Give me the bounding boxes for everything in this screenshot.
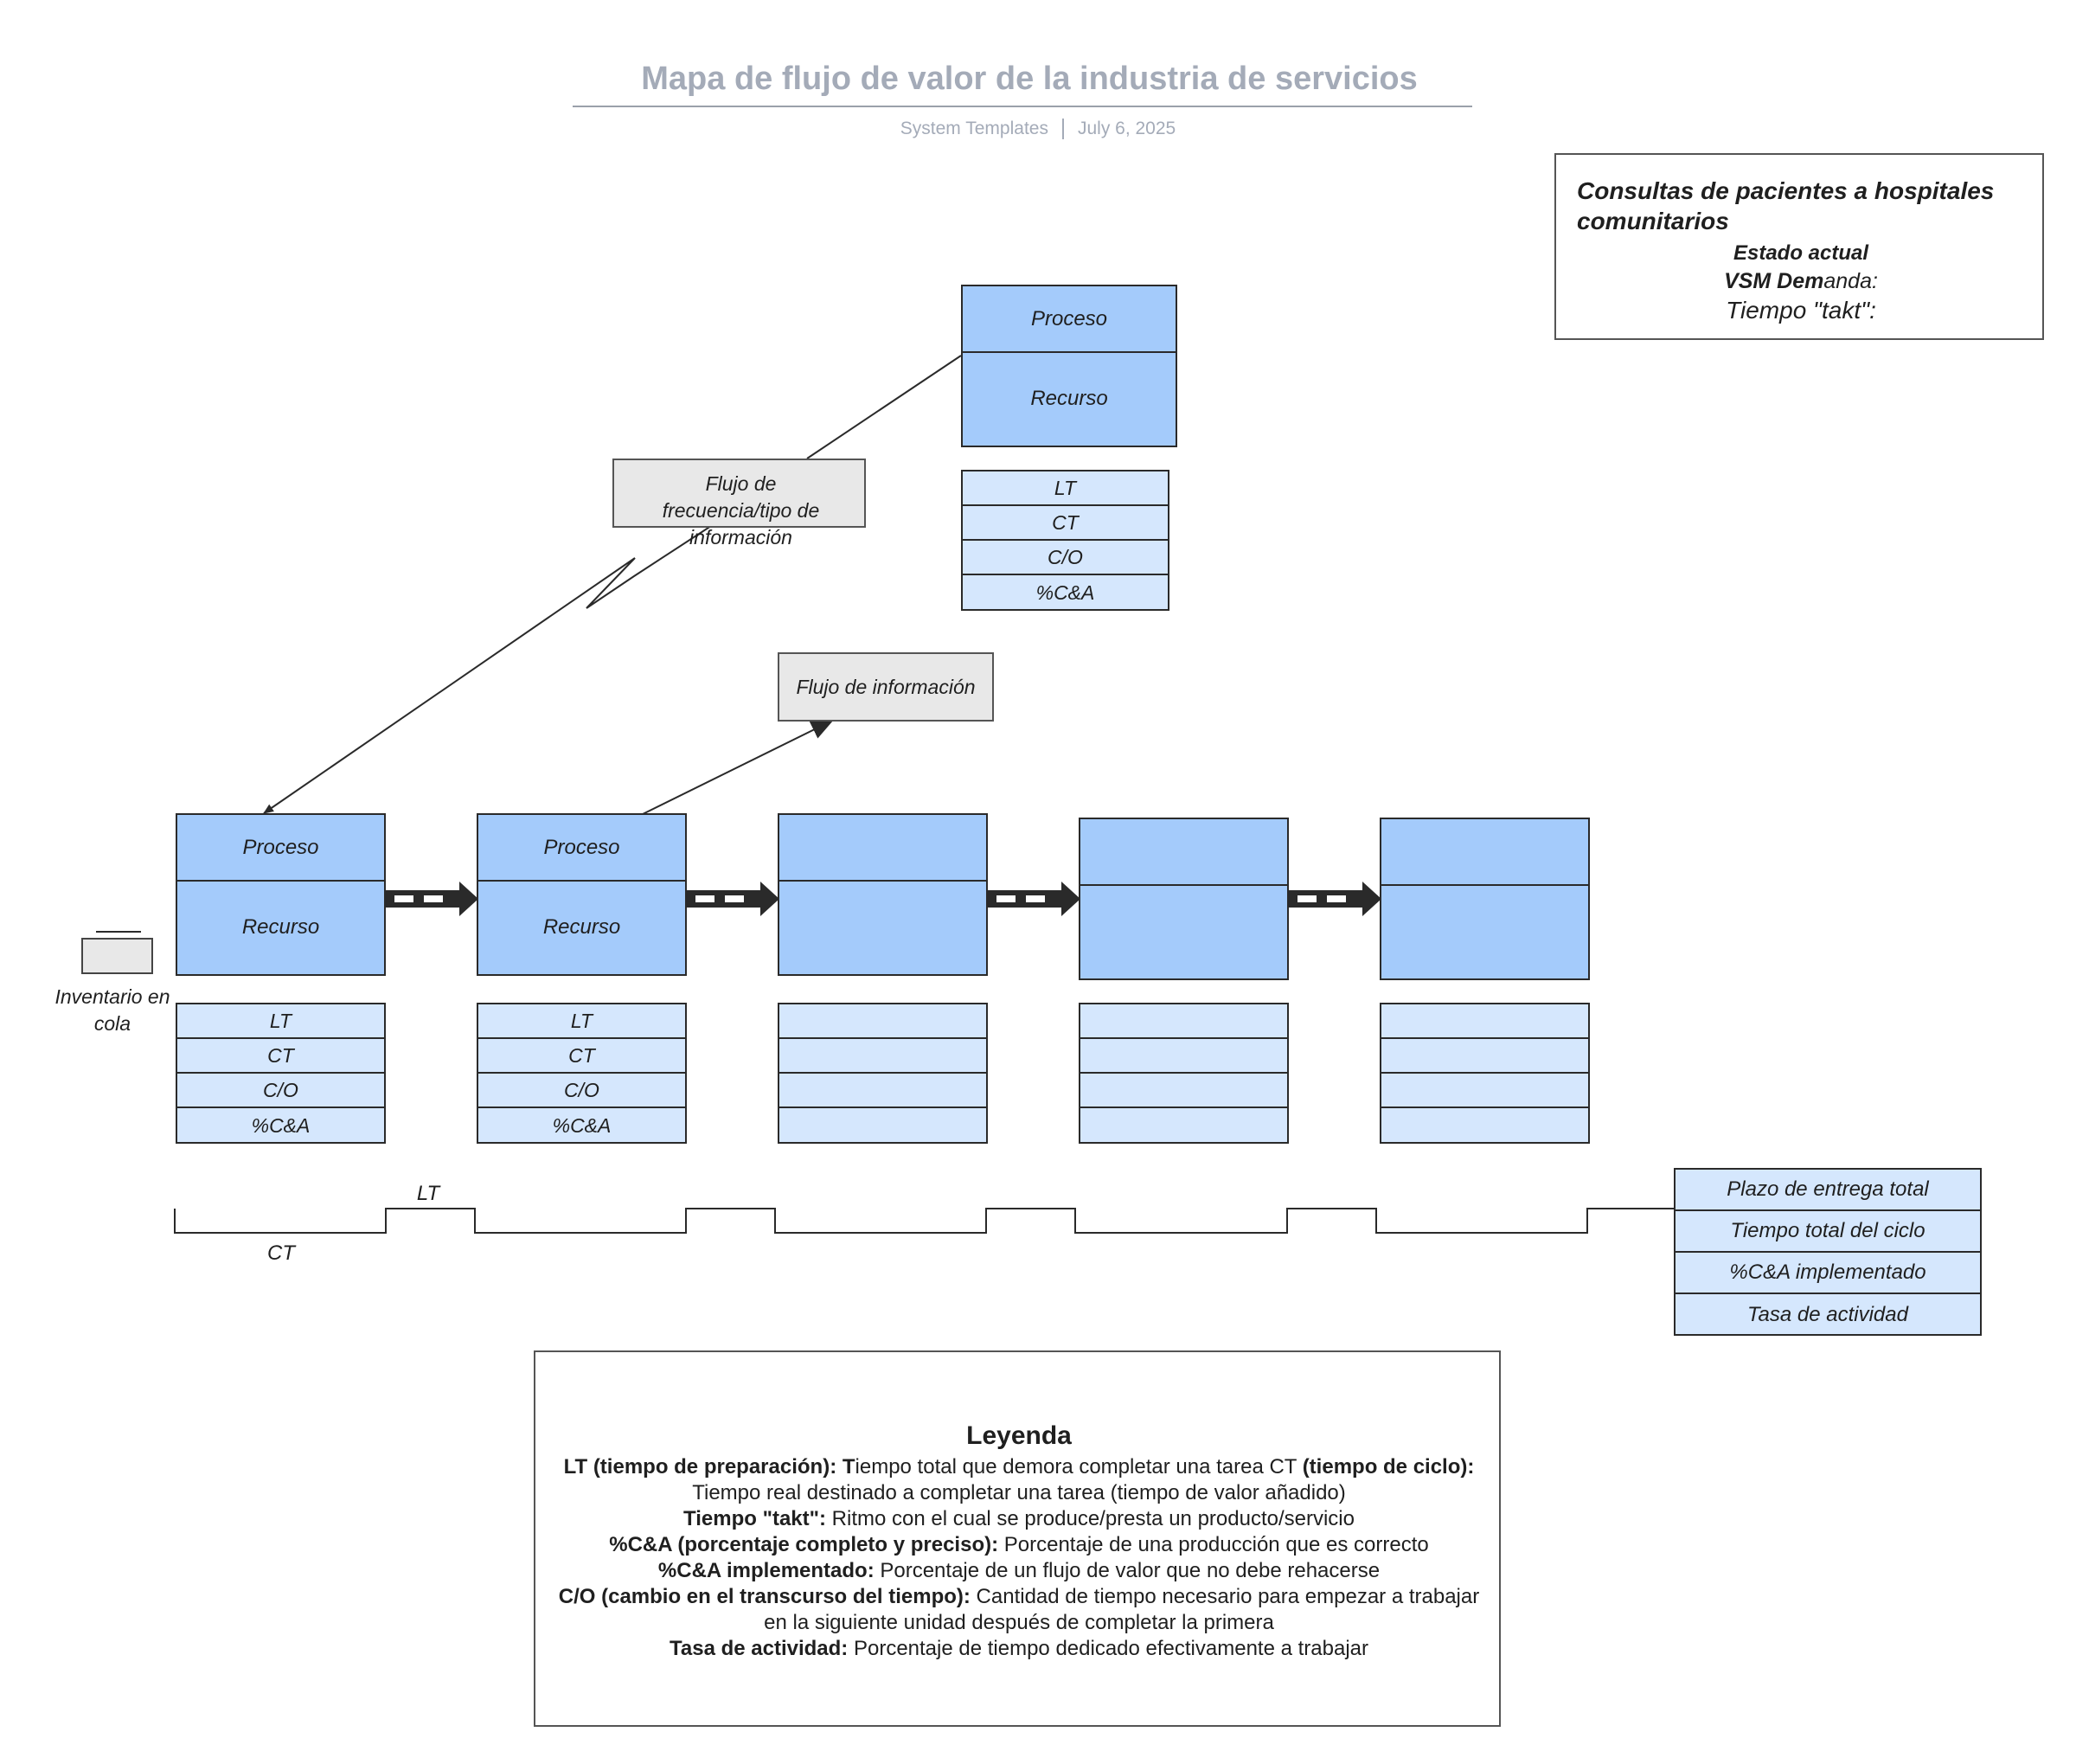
legend-term-ca: %C&A (porcentaje completo y preciso): <box>609 1533 999 1556</box>
legend-body: LT (tiempo de preparación): Tiempo total… <box>553 1454 1485 1662</box>
summary-activity-rate: Tasa de actividad <box>1747 1303 1908 1326</box>
process-box-4[interactable] <box>1079 818 1289 980</box>
process-box-1[interactable]: Proceso Recurso <box>176 813 386 976</box>
inventory-queue-icon <box>81 931 153 974</box>
data-row-lt <box>1080 1004 1287 1039</box>
data-box-3[interactable] <box>778 1003 988 1144</box>
data-row-co <box>1381 1074 1588 1108</box>
subtitle: System Templates July 6, 2025 <box>606 119 1470 140</box>
diagram-title: Mapa de flujo de valor de la industria d… <box>641 61 1418 97</box>
process-box-5[interactable] <box>1380 818 1590 980</box>
data-row-ca: %C&A <box>552 1113 612 1137</box>
data-row-ct <box>1381 1039 1588 1074</box>
resource-label: Recurso <box>1030 386 1108 410</box>
data-row-ca <box>1381 1108 1588 1143</box>
data-row-co: C/O <box>963 541 1168 575</box>
info-takt: Tiempo "takt": <box>1726 297 1876 324</box>
data-row-co: C/O <box>177 1074 384 1108</box>
resource-label: Recurso <box>542 914 621 939</box>
data-row-ct <box>1080 1039 1287 1074</box>
data-row-co <box>1080 1074 1287 1108</box>
legend-desc-takt: Ritmo con el cual se produce/presta un p… <box>826 1507 1355 1530</box>
push-arrow <box>988 882 1080 916</box>
freq-info-flow-note[interactable]: Flujo de frecuencia/tipo de información <box>612 459 866 548</box>
data-row-lt: LT <box>478 1004 685 1039</box>
data-row-co <box>779 1074 986 1108</box>
summary-lead-time: Plazo de entrega total <box>1676 1170 1980 1211</box>
push-arrow <box>1289 882 1381 916</box>
top-process-box[interactable]: Proceso Recurso <box>961 285 1177 447</box>
data-row-lt <box>779 1004 986 1039</box>
legend-desc-ca: Porcentaje de una producción que es corr… <box>998 1533 1429 1556</box>
process-label: Proceso <box>177 815 384 882</box>
summary-cycle-time: Tiempo total del ciclo <box>1676 1211 1980 1253</box>
info-flow-note[interactable]: Flujo de información <box>778 652 994 722</box>
timeline-lt-label: LT <box>416 1182 440 1205</box>
legend-desc-co: Cantidad de tiempo necesario para empeza… <box>764 1585 1480 1634</box>
process-label <box>779 815 986 882</box>
info-demand: VSM Demanda: <box>1556 269 2046 294</box>
data-box-2[interactable]: LT CT C/O %C&A <box>477 1003 687 1144</box>
vsm-info-box[interactable]: Consultas de pacientes a hospitales comu… <box>1554 153 2044 340</box>
data-row-lt: LT <box>963 471 1168 506</box>
electronic-info-flow-connector <box>263 355 962 814</box>
data-row-ct: CT <box>478 1039 685 1074</box>
subtitle-separator <box>1061 119 1064 140</box>
legend-desc-ca-implemented: Porcentaje de un flujo de valor que no d… <box>874 1559 1381 1582</box>
data-row-ct: CT <box>177 1039 384 1074</box>
timeline-ct-label: CT <box>267 1241 295 1265</box>
date: July 6, 2025 <box>1077 119 1176 138</box>
legend-term-ca-implemented: %C&A implementado: <box>657 1559 875 1582</box>
legend-term-ct: (tiempo de ciclo): <box>1302 1455 1475 1479</box>
data-row-ca <box>779 1108 986 1143</box>
legend-term-takt: Tiempo "takt": <box>683 1507 826 1530</box>
info-demand-bold: VSM Dem <box>1724 269 1824 293</box>
data-row-co: C/O <box>478 1074 685 1108</box>
data-row-ca: %C&A <box>251 1113 311 1137</box>
legend-desc-lt: iempo total que demora completar una tar… <box>855 1455 1303 1479</box>
legend-term-co: C/O (cambio en el transcurso del tiempo)… <box>558 1585 971 1608</box>
summary-box[interactable]: Plazo de entrega total Tiempo total del … <box>1674 1168 1982 1336</box>
data-box-4[interactable] <box>1079 1003 1289 1144</box>
summary-ca-implemented: %C&A implementado <box>1676 1253 1980 1294</box>
legend-desc-activity-rate: Porcentaje de tiempo dedicado efectivame… <box>848 1637 1368 1660</box>
legend-desc-ct: Tiempo real destinado a completar una ta… <box>692 1481 1346 1504</box>
timeline-ladder <box>174 1208 1674 1234</box>
process-label: Proceso <box>478 815 685 882</box>
legend-box[interactable]: Leyenda LT (tiempo de preparación): Tiem… <box>534 1350 1501 1727</box>
manual-info-flow-connector <box>642 720 834 815</box>
info-box-title: Consultas de pacientes a hospitales comu… <box>1577 177 1995 234</box>
data-row-ca <box>1080 1108 1287 1143</box>
top-data-box[interactable]: LT CT C/O %C&A <box>961 470 1169 611</box>
data-row-ct: CT <box>963 506 1168 541</box>
info-demand-rest: anda: <box>1823 269 1878 293</box>
process-label: Proceso <box>963 286 1176 353</box>
process-label <box>1381 819 1588 886</box>
push-arrow <box>687 882 779 916</box>
freq-info-flow-text: Flujo de frecuencia/tipo de información <box>662 472 820 548</box>
author: System Templates <box>900 119 1048 138</box>
legend-title: Leyenda <box>966 1421 1072 1450</box>
resource-label <box>779 880 986 974</box>
info-state: Estado actual <box>1733 241 1869 265</box>
inventory-label: Inventario en cola <box>54 985 170 1035</box>
process-label <box>1080 819 1287 886</box>
data-box-1[interactable]: LT CT C/O %C&A <box>176 1003 386 1144</box>
legend-term-lt: LT (tiempo de preparación): T <box>563 1455 855 1479</box>
data-row-ct <box>779 1039 986 1074</box>
resource-label <box>1381 884 1588 978</box>
push-arrow <box>386 882 478 916</box>
data-row-ca: %C&A <box>1035 581 1095 604</box>
process-box-2[interactable]: Proceso Recurso <box>477 813 687 976</box>
title-divider <box>573 106 1472 107</box>
data-box-5[interactable] <box>1380 1003 1590 1144</box>
resource-label: Recurso <box>241 914 320 939</box>
data-row-lt: LT <box>177 1004 384 1039</box>
data-row-lt <box>1381 1004 1588 1039</box>
resource-label <box>1080 884 1287 978</box>
legend-term-activity-rate: Tasa de actividad: <box>670 1637 849 1660</box>
process-box-3[interactable] <box>778 813 988 976</box>
